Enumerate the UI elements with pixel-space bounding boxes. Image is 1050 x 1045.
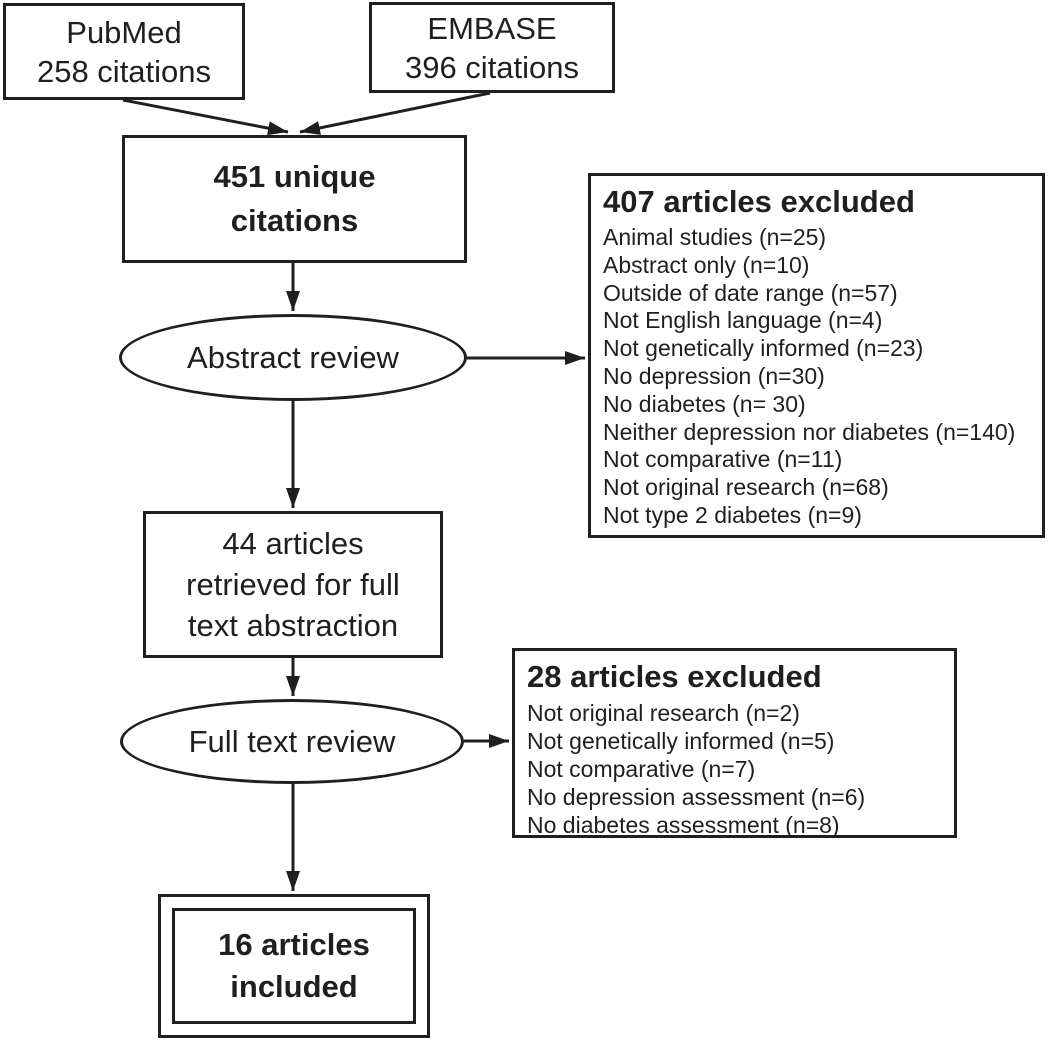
exclusion-reason: No depression (n=30) (603, 362, 825, 389)
exclusion-reason: Not original research (n=2) (527, 700, 800, 726)
included-articles-box-outer: 16 articles included (158, 894, 430, 1038)
full-text-exclusions-list: Not original research (n=2)Not genetical… (527, 699, 942, 839)
abstract-exclusions-box: 407 articles excluded Animal studies (n=… (588, 173, 1045, 538)
label-line: text abstraction (187, 608, 399, 643)
label-line: 451 unique (213, 159, 376, 194)
label-line: 258 citations (36, 53, 212, 89)
label-line: 396 citations (404, 49, 580, 85)
exclusion-reason: Not comparative (n=11) (603, 446, 843, 473)
exclusion-reason: Not comparative (n=7) (527, 756, 756, 782)
exclusion-reason: Not genetically informed (n=5) (527, 728, 835, 754)
exclusion-reason: No diabetes (n= 30) (603, 390, 806, 417)
arrow-pubmed-to-unique (122, 98, 289, 136)
exclusion-reason: Outside of date range (n=57) (603, 279, 898, 306)
exclusion-reason: Not English language (n=4) (603, 307, 883, 334)
label-line: EMBASE (427, 10, 557, 46)
full-text-exclusions-box: 28 articles excluded Not original resear… (512, 648, 957, 838)
abstract-review-ellipse: Abstract review (119, 314, 467, 401)
arrow-embase-to-unique (299, 91, 491, 135)
exclusion-reason: Not type 2 diabetes (n=9) (603, 501, 862, 528)
exclusion-reason: Not original research (n=68) (603, 474, 889, 501)
label-line: 16 articles (218, 927, 370, 962)
label-line: PubMed (66, 14, 182, 50)
included-articles-box-inner: 16 articles included (172, 908, 416, 1024)
label-line: included (230, 969, 358, 1004)
full-text-review-label: Full text review (188, 724, 396, 759)
exclusion-reason: Not genetically informed (n=23) (603, 335, 924, 362)
label-line: 44 articles (222, 526, 364, 561)
exclusion-reason: No depression assessment (n=6) (527, 784, 866, 810)
abstract-review-label: Abstract review (187, 340, 399, 375)
exclusion-reason: Animal studies (n=25) (603, 224, 827, 250)
full-text-review-ellipse: Full text review (120, 699, 464, 784)
abstract-exclusions-title: 407 articles excluded (603, 184, 915, 219)
label-line: retrieved for full (186, 567, 400, 602)
unique-citations-box: 451 unique citations (122, 135, 467, 263)
full-text-exclusions-title: 28 articles excluded (527, 659, 822, 694)
abstract-exclusions-list: Animal studies (n=25)Abstract only (n=10… (603, 224, 1030, 530)
full-text-retrieved-box: 44 articles retrieved for full text abstra… (143, 511, 443, 658)
exclusion-reason: Abstract only (n=10) (603, 251, 810, 278)
exclusion-reason: Neither depression nor diabetes (n=140) (603, 418, 1016, 445)
exclusion-reason: No diabetes assessment (n=8) (527, 812, 840, 838)
label-line: citations (230, 203, 359, 238)
